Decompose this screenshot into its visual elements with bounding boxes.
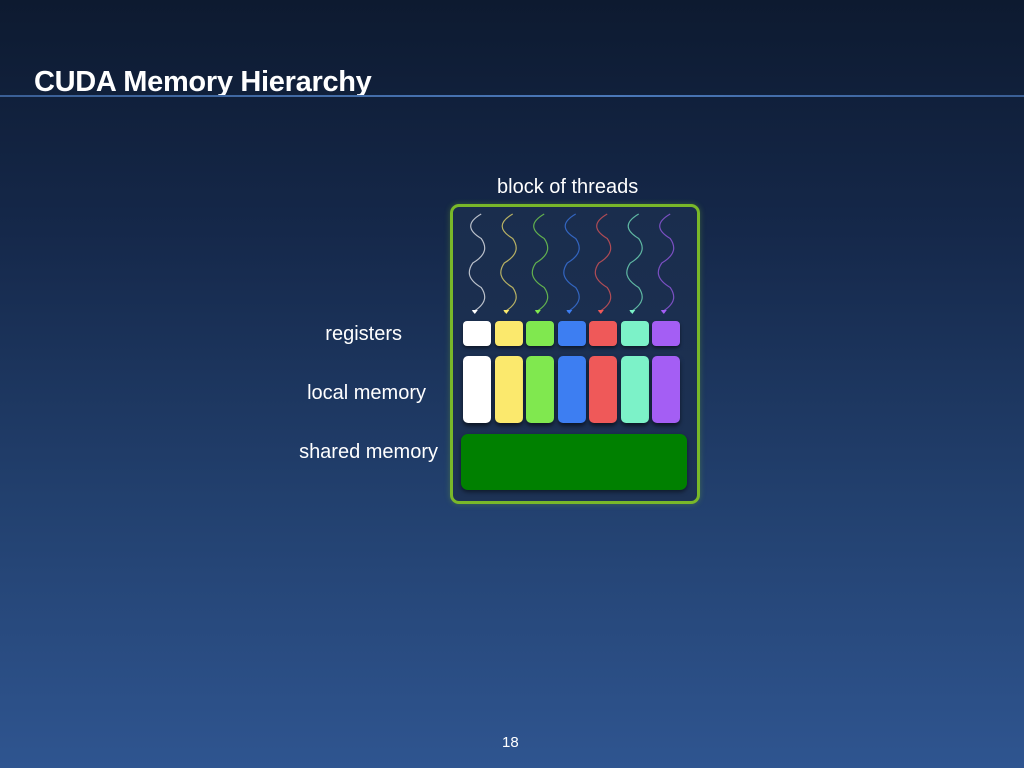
local-memory-7 xyxy=(652,356,680,423)
local-memory-2 xyxy=(495,356,523,423)
thread-wave-5 xyxy=(595,214,610,312)
local-memory-1 xyxy=(463,356,491,423)
local-memory-3 xyxy=(526,356,554,423)
local-memory-4 xyxy=(558,356,586,423)
register-1 xyxy=(463,321,491,346)
thread-wave-1 xyxy=(469,214,484,312)
local-memory-5 xyxy=(589,356,617,423)
register-4 xyxy=(558,321,586,346)
thread-wave-3 xyxy=(532,214,547,312)
page-number: 18 xyxy=(502,734,519,751)
thread-arrowhead-7 xyxy=(661,310,667,314)
thread-wave-7 xyxy=(658,214,673,312)
thread-arrowhead-3 xyxy=(535,310,541,314)
thread-arrowhead-6 xyxy=(629,310,635,314)
register-3 xyxy=(526,321,554,346)
register-7 xyxy=(652,321,680,346)
thread-arrowhead-4 xyxy=(566,310,572,314)
thread-wave-6 xyxy=(627,214,642,312)
thread-arrowhead-1 xyxy=(472,310,478,314)
local-memory-6 xyxy=(621,356,649,423)
thread-arrowhead-5 xyxy=(598,310,604,314)
thread-wave-4 xyxy=(564,214,579,312)
thread-arrowhead-2 xyxy=(503,310,509,314)
register-5 xyxy=(589,321,617,346)
register-2 xyxy=(495,321,523,346)
register-6 xyxy=(621,321,649,346)
shared-memory-box xyxy=(461,434,687,490)
thread-wave-2 xyxy=(501,214,516,312)
